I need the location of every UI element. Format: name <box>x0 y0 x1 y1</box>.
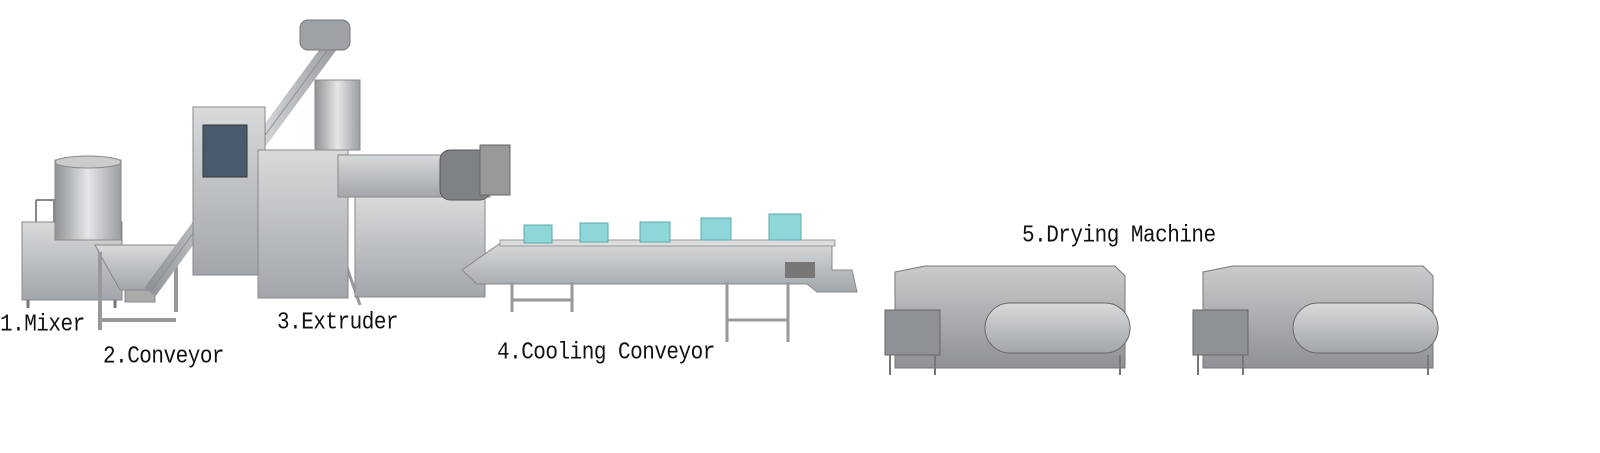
label-conveyor: 2.Conveyor <box>103 344 225 371</box>
label-mixer: 1.Mixer <box>0 312 85 339</box>
mixer-machine <box>21 155 123 308</box>
label-drying-machine: 5.Drying Machine <box>1022 223 1216 250</box>
extruder-machine <box>192 79 511 299</box>
cooling-cups <box>523 213 802 244</box>
label-cooling-conveyor: 4.Cooling Conveyor <box>497 340 715 367</box>
label-extruder: 3.Extruder <box>277 310 399 337</box>
drying-machine-1 <box>884 265 1131 375</box>
drying-machine-2 <box>1192 265 1439 375</box>
cooling-conveyor-machine <box>461 213 858 342</box>
